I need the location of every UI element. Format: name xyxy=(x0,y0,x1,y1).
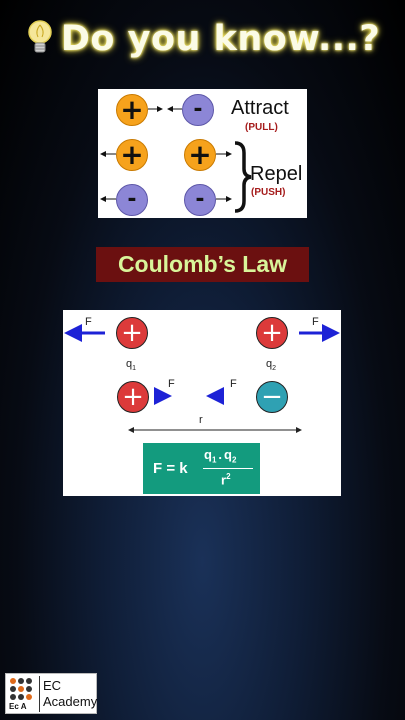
negative-charge: - xyxy=(116,184,148,216)
q1-label: q1 xyxy=(126,358,137,373)
force-label: F xyxy=(168,378,175,390)
logo-divider xyxy=(39,676,40,712)
fraction-bar xyxy=(203,468,253,469)
formula-numerator: q1.q2 xyxy=(204,447,237,465)
attract-label: Attract xyxy=(231,97,289,119)
rules-arrows xyxy=(100,106,252,213)
law-arrows xyxy=(64,324,340,433)
page-title: Do you know...? xyxy=(60,19,381,59)
force-label: F xyxy=(312,316,319,328)
charge-rules-card: + - Attract (PULL) + + - - Repel (PUSH) xyxy=(98,89,307,218)
attract-sublabel: (PULL) xyxy=(245,122,278,133)
logo-dots-icon xyxy=(10,678,32,700)
coulombs-law-card: F F + + q1 q2 F F + − r F = k q1.q2 r2 xyxy=(63,310,341,496)
repel-label: Repel xyxy=(250,163,303,185)
negative-charge: - xyxy=(182,94,214,126)
formula-denominator: r2 xyxy=(221,472,231,488)
negative-charge: − xyxy=(256,381,288,413)
logo-line2: Academy xyxy=(43,694,98,709)
positive-charge: + xyxy=(117,381,149,413)
logo-mark: Ec A xyxy=(9,702,27,711)
formula-lhs: F = k xyxy=(153,460,188,477)
negative-charge: - xyxy=(184,184,216,216)
brace-icon xyxy=(234,141,252,213)
section-title-text: Coulomb’s Law xyxy=(117,251,288,277)
positive-charge: + xyxy=(116,139,148,171)
positive-charge: + xyxy=(116,94,148,126)
logo-line1: EC xyxy=(43,678,62,693)
positive-charge: + xyxy=(184,139,216,171)
force-label: F xyxy=(230,378,237,390)
lightbulb-icon xyxy=(28,20,52,53)
section-title: Coulomb’s Law xyxy=(96,247,309,282)
force-label: F xyxy=(85,316,92,328)
distance-label: r xyxy=(199,414,203,426)
charge-q1: + xyxy=(116,317,148,349)
repel-sublabel: (PUSH) xyxy=(251,187,286,198)
coulomb-formula: F = k q1.q2 r2 xyxy=(143,443,260,494)
charge-q2: + xyxy=(256,317,288,349)
q2-label: q2 xyxy=(266,358,277,373)
ec-academy-logo: Ec A EC Academy xyxy=(5,673,97,714)
header: Do you know...? xyxy=(0,14,405,64)
